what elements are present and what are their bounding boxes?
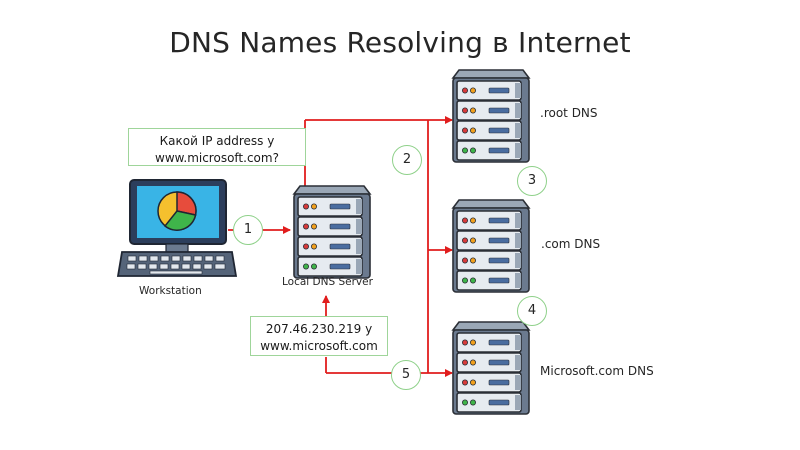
local-dns-server-icon [294, 186, 370, 278]
answer-box: 207.46.230.219 у www.microsoft.com [250, 316, 388, 356]
query-line-1: Какой IP address у [159, 134, 275, 148]
root-dns-server-icon [453, 70, 529, 162]
workstation-icon [116, 179, 238, 277]
root-dns-label: .root DNS [540, 106, 598, 120]
local-dns-server-label: Local DNS Server [282, 276, 373, 288]
step-3-badge: 3 [517, 166, 547, 196]
com-dns-label: .com DNS [541, 237, 601, 251]
step-5-badge: 5 [391, 360, 421, 390]
microsoft-dns-server-icon [453, 322, 529, 414]
step-1-badge: 1 [233, 215, 263, 245]
answer-line-2: www.microsoft.com [260, 339, 378, 353]
microsoft-dns-label: Microsoft.com DNS [540, 364, 654, 378]
step-4-badge: 4 [517, 296, 547, 326]
step-2-badge: 2 [392, 145, 422, 175]
query-box: Какой IP address у www.microsoft.com? [128, 128, 306, 166]
workstation-label: Workstation [139, 285, 202, 297]
com-dns-server-icon [453, 200, 529, 292]
query-line-2: www.microsoft.com? [155, 151, 279, 165]
diagram-title: DNS Names Resolving в Internet [169, 26, 631, 59]
answer-line-1: 207.46.230.219 у [265, 322, 373, 336]
